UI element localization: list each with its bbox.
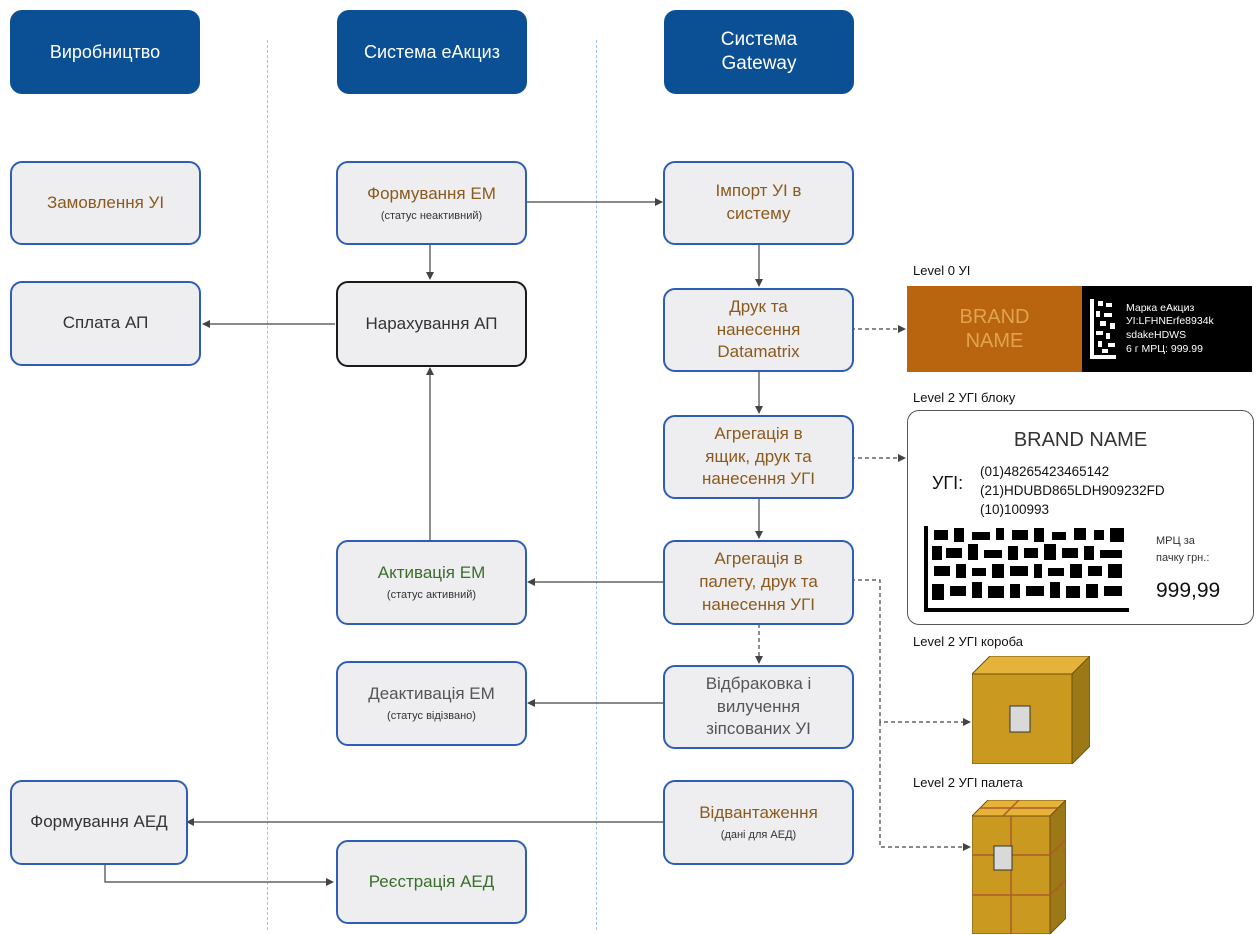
header-gateway-line1: Система <box>720 29 798 51</box>
level0-text: Марка еАкциз УІ:LFHNErfe8934k sdakeHDWS … <box>1126 302 1214 357</box>
box-ship-sub: (дані для АЕД) <box>720 829 797 842</box>
box-print-line2: нанесення <box>716 319 801 339</box>
box-form-em[interactable]: Формування ЕМ (статус неактивний) <box>336 161 527 245</box>
datamatrix-large-icon <box>924 526 1129 612</box>
level2-pallet-caption: Level 2 УГІ палета <box>913 775 1023 790</box>
level2-mrc-line1: МРЦ за <box>1156 535 1195 547</box>
level0-brand-line1: BRAND <box>959 306 1030 328</box>
box-agg-box-line1: Агрегація в <box>714 423 803 443</box>
level2-box-caption: Level 2 УГІ короба <box>913 634 1023 649</box>
box-pay-label: Сплата АП <box>62 313 149 333</box>
box-ship[interactable]: Відвантаження (дані для АЕД) <box>663 780 854 865</box>
level2-mrc: МРЦ за пачку грн.: <box>1156 533 1209 566</box>
box-deactivate[interactable]: Деактивація ЕМ (статус відізвано) <box>336 661 527 746</box>
level0-label: BRAND NAME Марка еАкциз УІ:LFHNErfe8934k… <box>907 286 1252 372</box>
level0-line2: УІ:LFHNErfe8934k <box>1126 315 1214 328</box>
box-print-line1: Друк та <box>729 296 788 316</box>
dash-aggpallet-to-crates <box>851 579 971 726</box>
level0-caption: Level 0 УІ <box>913 263 971 278</box>
header-gateway-line2: Gateway <box>721 53 797 74</box>
box-form-em-status: (статус неактивний) <box>380 209 483 222</box>
level2-brand: BRAND NAME <box>1013 429 1148 451</box>
level0-info: Марка еАкциз УІ:LFHNErfe8934k sdakeHDWS … <box>1082 286 1252 372</box>
datamatrix-small-icon <box>1088 297 1118 361</box>
box-agg-box-line3: нанесення УГІ <box>701 469 816 489</box>
level0-line1: Марка еАкциз <box>1126 301 1195 314</box>
level0-line4: 6 г МРЦ: 999.99 <box>1126 342 1203 355</box>
box-form-aed[interactable]: Формування АЕД <box>10 780 188 865</box>
box-agg-box[interactable]: Агрегація в ящик, друк та нанесення УГІ <box>663 415 854 499</box>
box-print[interactable]: Друк та нанесення Datamatrix <box>663 288 854 372</box>
box-deactivate-status: (статус відізвано) <box>387 710 476 723</box>
level2-mrc-line2: пачку грн.: <box>1156 551 1210 564</box>
header-production-label: Виробництво <box>49 41 161 62</box>
pallet-crate-icon <box>972 800 1066 934</box>
box-agg-pallet[interactable]: Агрегація в палету, друк та нанесення УГ… <box>663 540 854 625</box>
level2-price: 999,99 <box>1156 579 1221 602</box>
header-eaktsyz: Система еАкциз <box>337 10 527 94</box>
box-activate[interactable]: Активація ЕМ (статус активний) <box>336 540 527 625</box>
box-reject-line2: вилучення <box>716 696 801 716</box>
box-form-aed-label: Формування АЕД <box>30 812 168 832</box>
box-register-aed-label: Реєстрація АЕД <box>368 871 495 891</box>
box-pay[interactable]: Сплата АП <box>10 281 201 366</box>
level2-codes: (01)48265423465142 (21)HDUBD865LDH909232… <box>980 463 1165 520</box>
box-activate-status: (статус активний) <box>386 589 477 602</box>
box-activate-label: Активація ЕМ <box>377 563 486 583</box>
header-production: Виробництво <box>10 10 200 94</box>
level2-ugi: УГІ: <box>932 473 964 493</box>
box-crate-icon <box>972 656 1090 764</box>
box-register-aed[interactable]: Реєстрація АЕД <box>336 840 527 924</box>
level2-block-caption: Level 2 УГІ блоку <box>913 390 1016 405</box>
box-agg-box-line2: ящик, друк та <box>705 446 812 466</box>
header-gateway: Система Gateway <box>664 10 854 94</box>
dash-to-pallet <box>879 722 971 851</box>
header-eaktsyz-label: Система еАкциз <box>363 41 500 62</box>
box-accrual[interactable]: Нарахування АП <box>336 281 527 367</box>
box-reject[interactable]: Відбраковка і вилучення зіпсованих УІ <box>663 665 854 749</box>
box-import-line1: Імпорт УІ в <box>715 181 802 201</box>
box-reject-line3: зіпсованих УІ <box>706 719 811 739</box>
level0-line3: sdakeHDWS <box>1126 329 1187 341</box>
column-separator-2 <box>596 40 597 930</box>
box-import-line2: систему <box>726 204 791 223</box>
box-order[interactable]: Замовлення УІ <box>10 161 201 245</box>
level0-brand: BRAND NAME <box>907 286 1082 372</box>
arrow-aed-to-register <box>104 865 334 886</box>
box-accrual-label: Нарахування АП <box>365 313 498 333</box>
box-ship-label: Відвантаження <box>699 803 818 823</box>
box-print-line3: Datamatrix <box>717 342 800 362</box>
box-agg-pallet-line3: нанесення УГІ <box>701 594 816 614</box>
level2-code2: (21)HDUBD865LDH909232FD <box>980 482 1165 498</box>
column-separator-1 <box>267 40 268 930</box>
level2-code1: (01)48265423465142 <box>980 464 1110 479</box>
box-order-label: Замовлення УІ <box>46 192 165 212</box>
box-form-em-label: Формування ЕМ <box>367 183 496 203</box>
box-reject-line1: Відбраковка і <box>705 673 812 693</box>
level0-brand-line2: NAME <box>965 330 1024 352</box>
box-agg-pallet-line2: палету, друк та <box>699 572 818 592</box>
box-deactivate-label: Деактивація ЕМ <box>368 684 495 704</box>
box-import[interactable]: Імпорт УІ в систему <box>663 161 854 245</box>
level2-code3: (10)100993 <box>980 501 1050 517</box>
box-agg-pallet-line1: Агрегація в <box>714 549 803 569</box>
level2-block-label: BRAND NAME УГІ: (01)48265423465142 (21)H… <box>907 410 1254 625</box>
